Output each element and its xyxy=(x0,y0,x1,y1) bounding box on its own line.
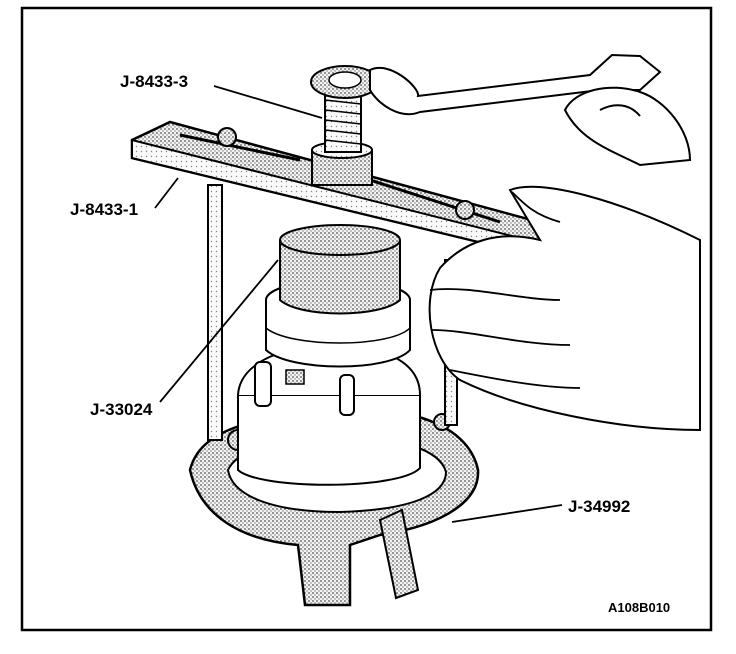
wrench xyxy=(369,53,662,116)
right-hand xyxy=(428,185,701,432)
figure-frame xyxy=(20,6,713,632)
forcing-screw-j-8433-3 xyxy=(310,65,380,186)
installer-j-33024 xyxy=(265,224,411,368)
label-j-34992: J-34992 xyxy=(568,497,630,516)
label-j-8433-3: J-8433-3 xyxy=(120,72,188,91)
leader-lines xyxy=(154,85,563,523)
label-j-33024: J-33024 xyxy=(90,400,153,419)
figure-code: A108B010 xyxy=(608,600,670,615)
upper-hand xyxy=(563,86,692,167)
label-j-8433-1: J-8433-1 xyxy=(70,200,138,219)
